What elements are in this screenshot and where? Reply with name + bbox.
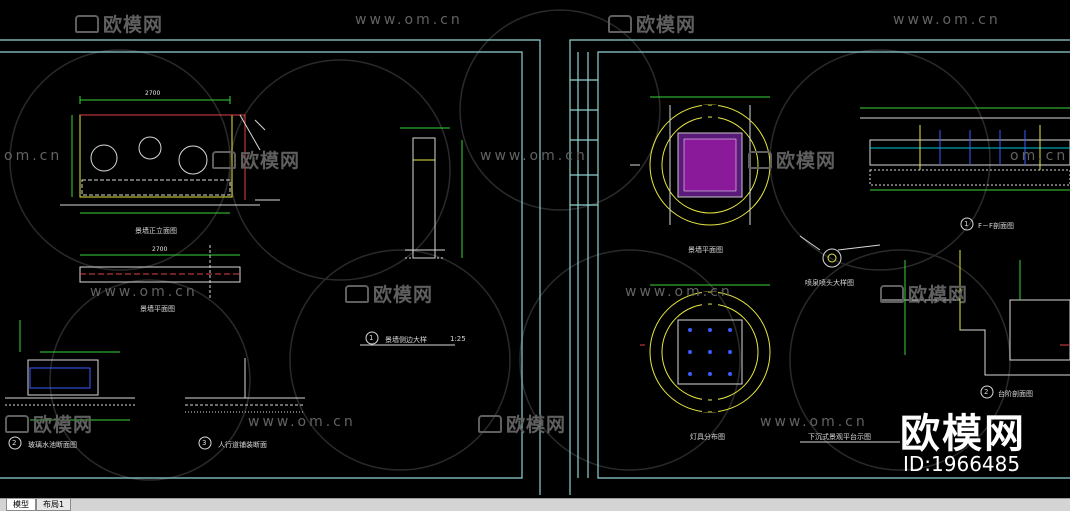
platform-section <box>800 250 1070 443</box>
section-3-title: 人行道铺装断面 <box>218 441 267 449</box>
detail-1-title: 景墙侧边大样 <box>385 336 427 344</box>
detail-1-scale: 1:25 <box>450 335 466 343</box>
section-3-number: 3 <box>202 439 207 447</box>
nozzle-detail-title: 喷泉喷头大样图 <box>805 279 854 287</box>
wall-front-elevation <box>60 96 280 214</box>
section-2-number: 2 <box>12 439 17 447</box>
fountain-plan-title: 景墙平面图 <box>688 246 723 254</box>
tab-model[interactable]: 模型 <box>6 499 36 511</box>
drawing-canvas[interactable] <box>0 0 1070 498</box>
nozzle-detail <box>799 235 881 268</box>
detail-1-number: 1 <box>369 334 374 342</box>
dimension-label: 2700 <box>145 90 161 97</box>
left-sheet-frame <box>0 39 541 495</box>
watermark-circles <box>9 9 1011 481</box>
front-elevation-title: 景墙正立面图 <box>135 227 177 235</box>
dimension-label: 2700 <box>152 246 168 253</box>
section-2-title: 玻璃水池断面图 <box>28 441 77 449</box>
wall-side-detail <box>360 127 463 346</box>
fountain-plan <box>630 96 771 226</box>
watermark-id: ID:1966485 <box>903 452 1021 476</box>
ff-section-title: F－F剖面图 <box>978 222 1015 230</box>
pool-section <box>5 320 135 450</box>
pavement-section <box>185 358 305 450</box>
layout-tab-bar: 模型 布局1 <box>0 498 1070 511</box>
tab-layout-1[interactable]: 布局1 <box>36 499 72 511</box>
ff-section-number: 1 <box>964 220 969 228</box>
platform-plan-title: 下沉式景观平台示图 <box>808 433 871 441</box>
watermark-large-logo: 欧模网 <box>900 411 1026 457</box>
wall-plan <box>79 245 241 300</box>
lamp-plan-title: 灯具分布图 <box>690 433 725 441</box>
lamp-plan <box>649 284 771 413</box>
ff-section <box>860 107 1070 231</box>
platform-section-number: 2 <box>984 388 989 396</box>
right-sheet-frame <box>569 39 1070 495</box>
plan-title: 景墙平面图 <box>140 305 175 313</box>
platform-section-title: 台阶剖面图 <box>998 390 1033 398</box>
